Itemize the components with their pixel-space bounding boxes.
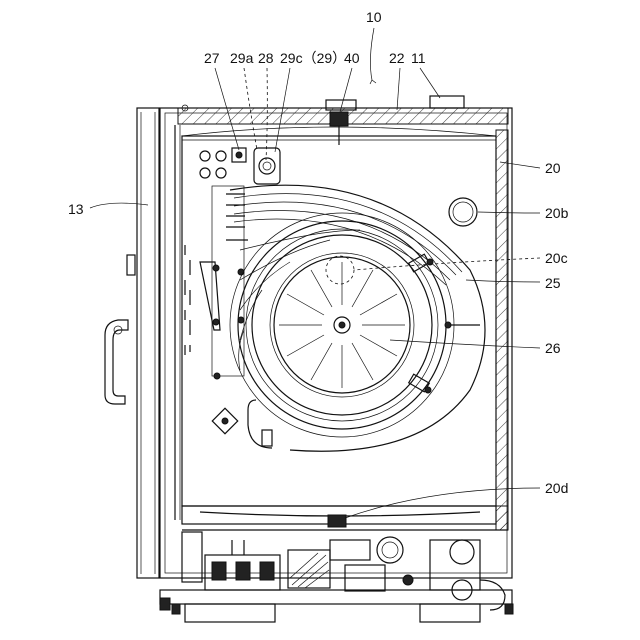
- leader-lines: [90, 28, 540, 518]
- label-20b: 20b: [545, 205, 569, 221]
- label-22: 22: [389, 50, 405, 66]
- machinery-bottom: [160, 532, 513, 622]
- reference-labels: 10 27 29a 28 29c（29） 40 22 11 20 20b 20c…: [68, 9, 569, 496]
- label-28: 28: [258, 50, 274, 66]
- sensor-group-27-28-29: [200, 148, 280, 184]
- hinge-markers: [185, 245, 190, 355]
- label-20c: 20c: [545, 250, 568, 266]
- label-29a: 29a: [230, 50, 254, 66]
- label-20: 20: [545, 160, 561, 176]
- chamber-22: [182, 127, 496, 506]
- sensor-20c: [326, 256, 354, 284]
- label-10: 10: [366, 9, 382, 25]
- label-13: 13: [68, 201, 84, 217]
- fan-26: [270, 253, 414, 397]
- label-29c: 29c（29）: [280, 50, 346, 66]
- port-20b: [449, 198, 477, 226]
- label-40: 40: [344, 50, 360, 66]
- label-20d: 20d: [545, 480, 568, 496]
- top-plate-11: [178, 96, 508, 145]
- fan-housing-25: [230, 185, 485, 451]
- label-11: 11: [411, 50, 426, 66]
- outer-casing-20: [160, 108, 512, 578]
- label-26: 26: [545, 340, 561, 356]
- label-25: 25: [545, 275, 561, 291]
- door-13: [105, 108, 159, 578]
- label-27: 27: [204, 50, 220, 66]
- drain-assembly: [212, 400, 272, 448]
